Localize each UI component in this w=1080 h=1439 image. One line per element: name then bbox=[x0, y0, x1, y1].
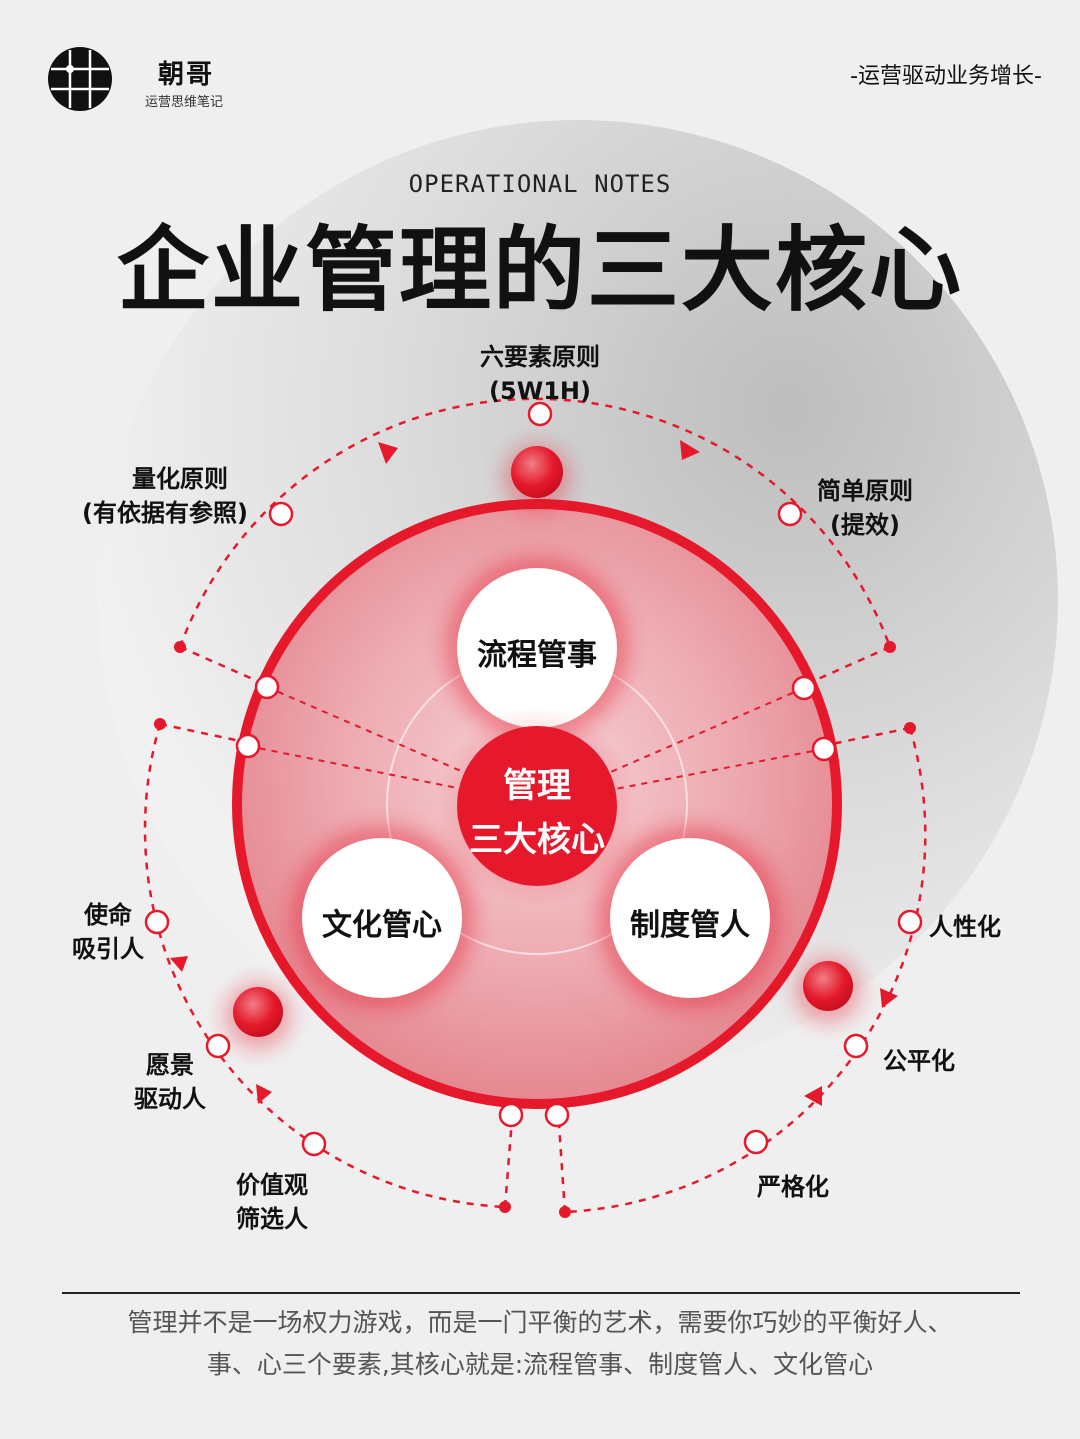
core-label-line1: 管理 bbox=[503, 766, 571, 806]
culture-item-mission: 使命 吸引人 bbox=[72, 901, 144, 963]
system-node bbox=[610, 838, 770, 998]
system-node-label: 制度管人 bbox=[630, 908, 750, 943]
system-item-fair: 公平化 bbox=[883, 1047, 955, 1075]
principle-right: 简单原则 (提效) bbox=[817, 477, 913, 539]
over-title: OPERATIONAL NOTES bbox=[408, 170, 672, 198]
process-node-label: 流程管事 bbox=[477, 638, 597, 673]
footer-text: 管理并不是一场权力游戏，而是一门平衡的艺术，需要你巧妙的平衡好人、 事、心三个要… bbox=[127, 1308, 953, 1379]
core-center bbox=[457, 726, 617, 886]
arrow-icon bbox=[680, 440, 700, 460]
core-label-line2: 三大核心 bbox=[469, 820, 605, 860]
system-item-strict: 严格化 bbox=[757, 1173, 829, 1201]
process-arc bbox=[178, 397, 892, 648]
arc-arrows bbox=[170, 440, 898, 1106]
culture-item-vision: 愿景 驱动人 bbox=[134, 1051, 206, 1113]
arrow-icon bbox=[804, 1086, 822, 1106]
arrow-icon bbox=[170, 956, 188, 972]
arrow-icon bbox=[256, 1084, 272, 1104]
page-title: 企业管理的三大核心 bbox=[116, 217, 963, 324]
brand-subtitle: 运营思维笔记 bbox=[145, 95, 224, 110]
system-item-humanized: 人性化 bbox=[929, 913, 1001, 941]
tagline: -运营驱动业务增长- bbox=[850, 64, 1042, 89]
brand-name: 朝哥 bbox=[158, 60, 215, 90]
principle-top: 六要素原则 (5W1H) bbox=[480, 343, 600, 405]
arrow-icon bbox=[880, 988, 898, 1008]
decor-balls bbox=[224, 444, 862, 1050]
culture-node bbox=[302, 838, 462, 998]
process-node bbox=[457, 568, 617, 728]
arrow-icon bbox=[378, 442, 398, 464]
culture-node-label: 文化管心 bbox=[322, 908, 442, 943]
core-nodes bbox=[290, 556, 782, 1010]
grid-circle-logo bbox=[48, 47, 112, 111]
ring-markers bbox=[144, 401, 923, 1157]
principle-left: 量化原则 (有依据有参照) bbox=[82, 465, 248, 527]
arc-endpoints bbox=[154, 641, 916, 1218]
culture-item-values: 价值观 筛选人 bbox=[236, 1171, 308, 1233]
